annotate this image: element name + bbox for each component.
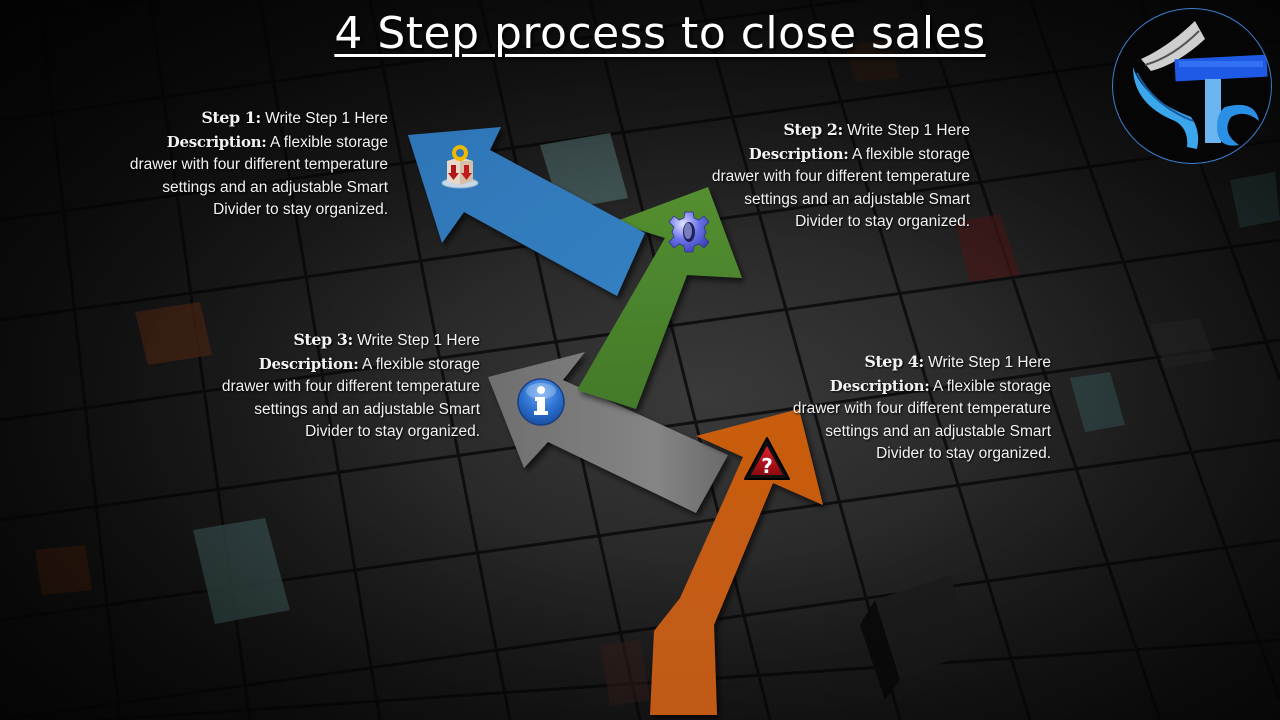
step-2-description: A flexible storage drawer with four diff…	[711, 145, 970, 231]
step-3-title: Write Step 1 Here	[357, 332, 480, 349]
slide-title: 4 Step process to close sales	[334, 8, 986, 59]
step4-arrow	[650, 409, 823, 715]
info-icon	[517, 378, 565, 426]
step-1-description-label: Description:	[166, 132, 267, 151]
step-2-title: Write Step 1 Here	[847, 122, 970, 139]
brand-logo-icon	[1133, 21, 1268, 149]
package-download-icon	[441, 145, 479, 189]
step-3-description-label: Description:	[258, 354, 359, 373]
gear-icon	[668, 211, 710, 253]
warning-question-icon: ?	[744, 437, 790, 480]
step-4-text: Step 4: Write Step 1 Here Description: A…	[791, 351, 1051, 466]
brand-logo	[1112, 8, 1272, 164]
step-1-label: Step 1:	[201, 108, 261, 127]
step-4-description: A flexible storage drawer with four diff…	[792, 377, 1051, 463]
step-1-title: Write Step 1 Here	[265, 110, 388, 127]
step-1-text: Step 1: Write Step 1 Here Description: A…	[128, 107, 388, 222]
svg-text:?: ?	[761, 454, 773, 478]
step-2-description-label: Description:	[748, 144, 849, 163]
step-1-description: A flexible storage drawer with four diff…	[129, 133, 388, 219]
step-3-description: A flexible storage drawer with four diff…	[221, 355, 480, 441]
step-4-description-label: Description:	[829, 376, 930, 395]
step-3-text: Step 3: Write Step 1 Here Description: A…	[220, 329, 480, 444]
step-2-text: Step 2: Write Step 1 Here Description: A…	[710, 119, 970, 234]
step-4-label: Step 4:	[864, 352, 924, 371]
step-3-label: Step 3:	[293, 330, 353, 349]
step-2-label: Step 2:	[783, 120, 843, 139]
step-4-title: Write Step 1 Here	[928, 354, 1051, 371]
